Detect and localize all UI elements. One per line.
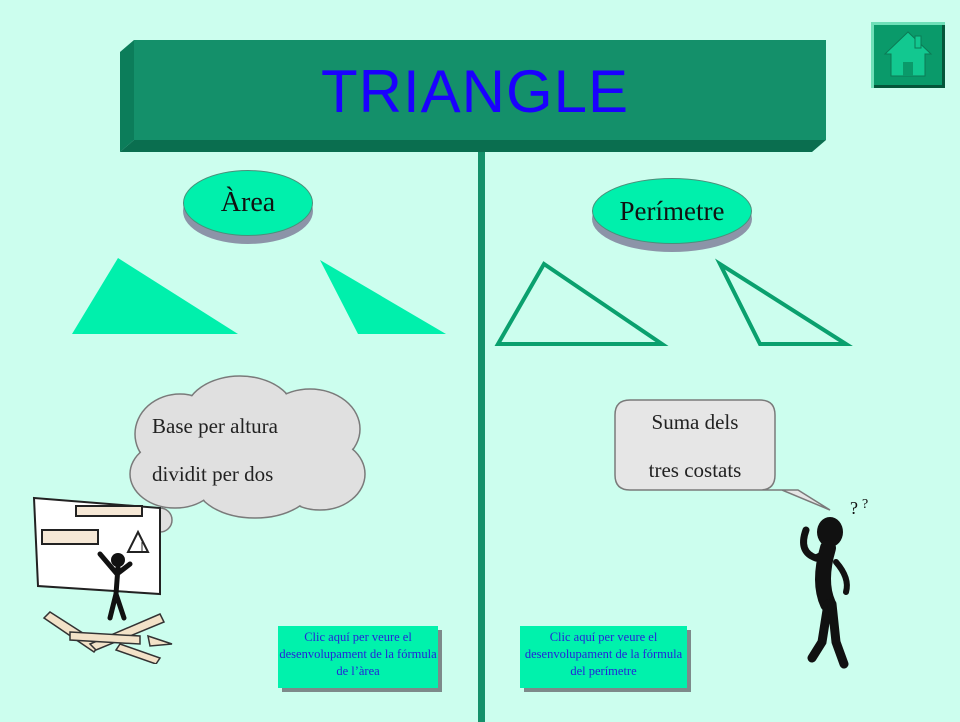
- perimeter-triangle-2: [714, 258, 853, 346]
- area-thought-cloud: [124, 375, 366, 544]
- perimeter-formula-line-2: tres costats: [648, 458, 742, 482]
- perimeter-formula-line-1: Suma dels: [651, 410, 739, 434]
- perimeter-button[interactable]: Perímetre: [592, 178, 752, 244]
- area-button-wrap: Àrea: [183, 170, 313, 244]
- area-button[interactable]: Àrea: [183, 170, 313, 236]
- area-triangle-1: [72, 258, 238, 334]
- page-title: TRIANGLE: [320, 58, 630, 125]
- perimeter-triangle-1: [494, 261, 669, 346]
- home-icon: [883, 31, 933, 77]
- perimeter-formula-link[interactable]: Clic aquí per veure el desenvolupament d…: [520, 626, 687, 688]
- perimeter-button-wrap: Perímetre: [592, 178, 752, 252]
- thinking-man-icon: ? ?: [800, 497, 868, 669]
- svg-text:?: ?: [862, 497, 868, 512]
- area-formula-link[interactable]: Clic aquí per veure el desenvolupament d…: [278, 626, 438, 688]
- area-triangle-2: [320, 260, 446, 334]
- svg-text:?: ?: [850, 498, 858, 518]
- sign-post: [478, 152, 485, 722]
- area-formula-line-2: dividit per dos: [152, 462, 274, 486]
- area-formula-line-1: Base per altura: [152, 414, 278, 438]
- perimeter-triangles: [494, 258, 853, 346]
- home-button[interactable]: [871, 22, 945, 88]
- title-sign: [120, 40, 826, 152]
- teacher-board-icon: [32, 496, 173, 664]
- question-marks-icon: ? ?: [850, 497, 868, 518]
- perimeter-speech-bubble: [614, 399, 831, 511]
- area-triangles: [72, 258, 446, 334]
